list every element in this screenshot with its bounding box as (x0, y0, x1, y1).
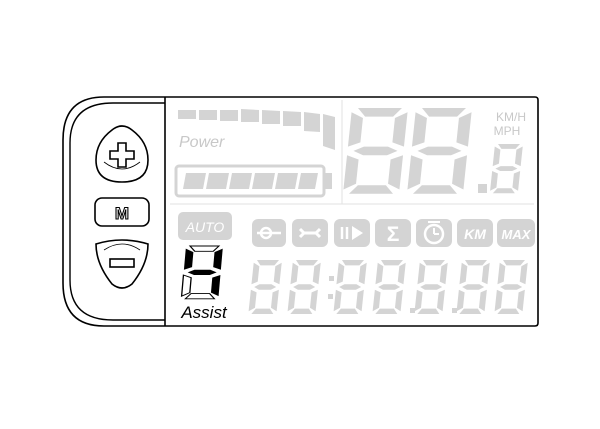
odometer-digit (372, 260, 406, 314)
display-housing (62, 96, 539, 327)
speed-readout (342, 108, 523, 194)
auto-indicator: AUTO (178, 212, 232, 240)
wrench-icon (292, 219, 328, 247)
speed-decimal-digit (489, 144, 523, 194)
speed-digit (342, 108, 408, 194)
odometer-colon (328, 294, 333, 299)
speed-decimal-point (478, 184, 487, 193)
minus-icon (109, 258, 135, 268)
control-panel-frame (69, 102, 165, 321)
odometer-digit (248, 260, 282, 314)
sigma-icon: Σ (375, 219, 411, 247)
odometer-digit (287, 260, 321, 314)
speed-unit-kmh: KM/H (496, 110, 526, 124)
auto-label: AUTO (185, 219, 225, 235)
battery-segments (183, 173, 318, 189)
indicator-row: Σ KM MAX (252, 219, 535, 247)
mode-button[interactable]: M (94, 197, 150, 227)
odometer-decimal-point (452, 308, 457, 313)
odometer-digit (414, 260, 448, 314)
speed-unit-mph: MPH (494, 124, 521, 138)
light-icon (334, 219, 370, 247)
mode-button-label: M (115, 204, 129, 223)
assist-level: 4 (180, 245, 223, 300)
odometer-digit (494, 260, 528, 314)
odometer-decimal-point (410, 308, 415, 313)
max-indicator: MAX (497, 219, 535, 247)
walk-assist-icon (252, 219, 286, 247)
km-label: KM (464, 226, 486, 242)
power-bar (178, 109, 335, 150)
assist-label: Assist (180, 303, 228, 322)
svg-text:Σ: Σ (387, 223, 400, 246)
max-label: MAX (502, 227, 532, 242)
clock-icon (416, 219, 452, 247)
speed-digit (406, 108, 472, 194)
plus-button[interactable] (95, 125, 149, 183)
battery-indicator (174, 164, 332, 198)
km-indicator: KM (457, 219, 493, 247)
plus-icon (109, 142, 135, 168)
odometer-readout (248, 260, 528, 314)
power-label: Power (179, 134, 225, 151)
minus-button[interactable] (95, 239, 149, 289)
odometer-colon (329, 276, 334, 281)
odometer-digit (333, 260, 367, 314)
odometer-digit (456, 260, 490, 314)
